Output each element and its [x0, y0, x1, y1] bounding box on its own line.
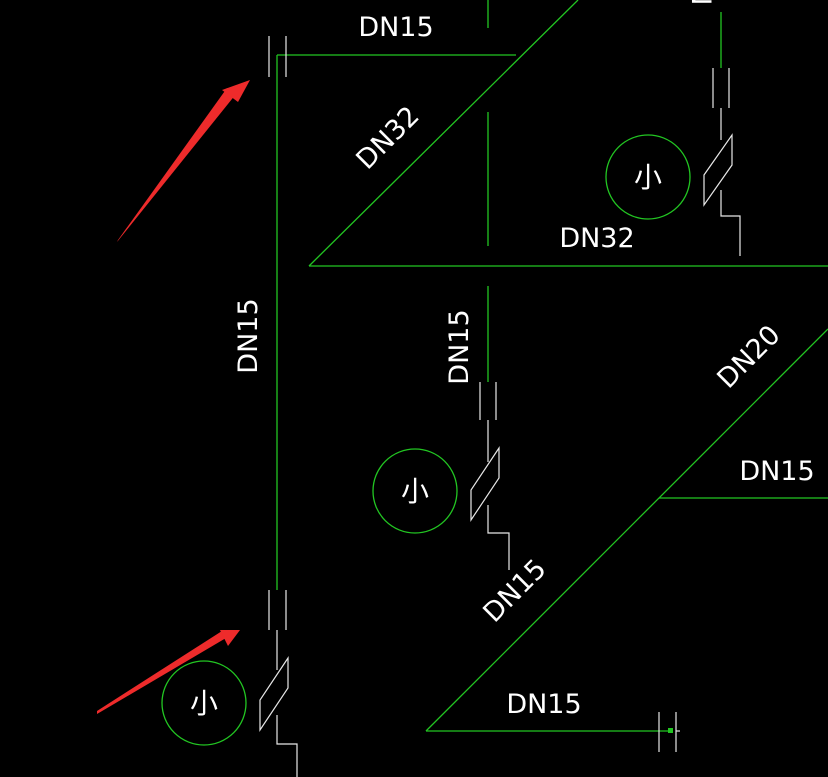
label-dn15-middle-vertical: DN15: [444, 309, 475, 384]
label-dn32-diagonal: DN32: [350, 100, 425, 175]
valve-middle: [470, 382, 510, 570]
water-fixture-circle-icon: [372, 448, 458, 534]
water-fixture-circle-icon: [161, 660, 247, 746]
pipe-dn32-diagonal-top: [308, 0, 579, 267]
fixture-glyph: 小: [401, 475, 429, 508]
valve-top-right: [703, 68, 741, 256]
label-dn20-diagonal: DN20: [711, 319, 786, 394]
label-dn15-middle-diagonal: DN15: [477, 553, 552, 628]
valve-bottom-left: [259, 590, 298, 777]
valve-top-left: [268, 36, 287, 77]
water-fixture-circle-icon: [605, 134, 691, 220]
fixture-glyph: 小: [634, 161, 662, 194]
fixture-bottom-left: 小: [161, 660, 247, 746]
label-dn15-left-vertical: DN15: [233, 298, 264, 373]
label-dn15-right: DN15: [739, 456, 814, 487]
fixture-top-right: 小: [605, 134, 691, 220]
label-dn32-horizontal: DN32: [559, 223, 634, 254]
pipe-dn20-diagonal: [425, 328, 828, 732]
valve-bottom-right: [658, 712, 680, 752]
label-dn-top-right-partial: DN: [685, 0, 716, 6]
pipe-network: [276, 0, 828, 733]
label-dn15-top: DN15: [358, 12, 433, 43]
pipe-end-node: [668, 728, 673, 733]
label-dn15-bottom: DN15: [506, 689, 581, 720]
fixture-glyph: 小: [190, 687, 218, 720]
fixture-middle: 小: [372, 448, 458, 534]
red-arrow-icon-upper: [117, 80, 250, 242]
red-arrow-icon-lower: [97, 630, 240, 714]
